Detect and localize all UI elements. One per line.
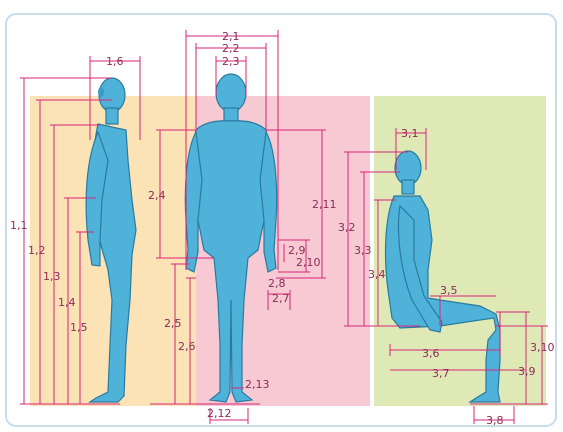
label-2-7: 2,7 [272,292,290,305]
label-3-5: 3,5 [440,284,458,297]
label-1-1: 1,1 [10,219,28,232]
label-2-3: 2,3 [222,55,240,68]
label-1-2: 1,2 [28,244,46,257]
label-2-5: 2,5 [164,317,182,330]
label-1-6: 1,6 [106,55,124,68]
label-2-4: 2,4 [148,189,166,202]
label-2-12: 2,12 [207,407,232,420]
label-1-4: 1,4 [58,296,76,309]
label-3-7: 3,7 [432,367,450,380]
label-1-3: 1,3 [43,270,61,283]
label-3-1: 3,1 [401,127,419,140]
label-3-9: 3,9 [518,365,536,378]
label-2-2: 2,2 [222,42,240,55]
label-3-3: 3,3 [354,244,372,257]
label-2-10: 2,10 [296,256,321,269]
label-3-8: 3,8 [486,414,504,427]
label-2-8: 2,8 [268,277,286,290]
label-1-5: 1,5 [70,321,88,334]
label-2-6: 2,6 [178,340,196,353]
label-3-10: 3,10 [530,341,555,354]
label-3-2: 3,2 [338,221,356,234]
label-3-4: 3,4 [368,268,386,281]
label-3-6: 3,6 [422,347,440,360]
label-2-13: 2,13 [245,378,270,391]
label-2-11: 2,11 [312,198,337,211]
